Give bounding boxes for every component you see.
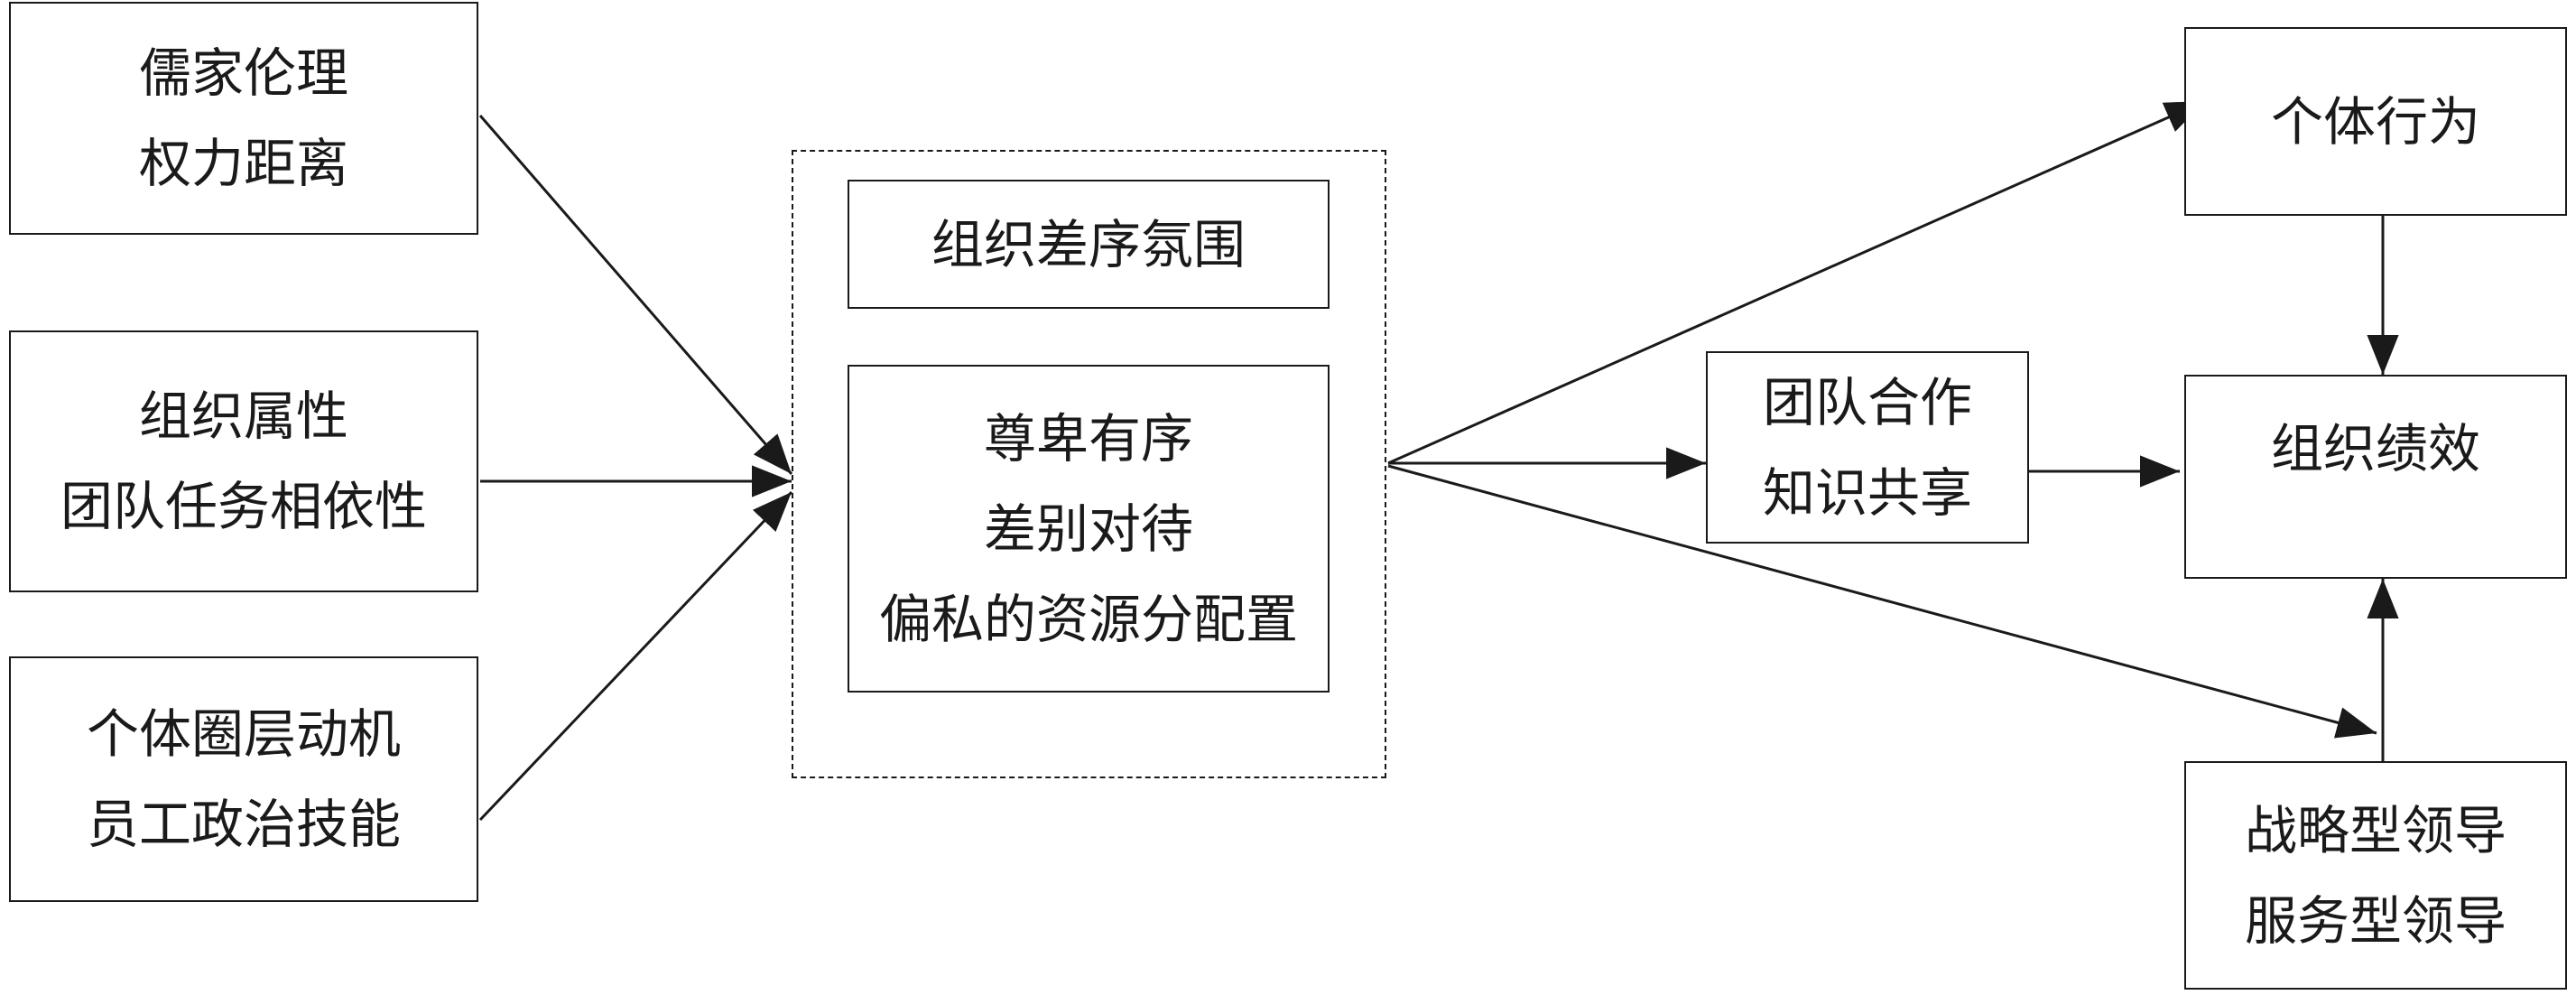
individual-line-1: 个体圈层动机 (86, 703, 401, 765)
moderator-line-1: 战略型领导 (2244, 799, 2507, 861)
individual-behavior: 个体行为 (2184, 27, 2567, 216)
mediator-line-1: 团队合作 (1762, 371, 1972, 433)
climate-title: 组织差序氛围 (931, 213, 1246, 275)
mediator: 团队合作 知识共享 (1706, 351, 2029, 544)
culture-line-1: 儒家伦理 (138, 42, 348, 104)
mediator-line-2: 知识共享 (1762, 461, 1972, 524)
climate-title-box: 组织差序氛围 (848, 180, 1330, 309)
antecedent-individual: 个体圈层动机 员工政治技能 (9, 656, 478, 902)
org-performance-label: 组织绩效 (2270, 418, 2480, 479)
moderator: 战略型领导 服务型领导 (2184, 761, 2567, 990)
individual-behavior-label: 个体行为 (2270, 90, 2480, 153)
arrow-climate-to-individual-behavior (1387, 99, 2206, 465)
culture-line-2: 权力距离 (138, 133, 348, 194)
org-performance: 组织绩效 (2184, 375, 2567, 579)
individual-line-2: 员工政治技能 (86, 794, 401, 855)
antecedent-organization: 组织属性 团队任务相依性 (9, 330, 478, 592)
moderator-line-2: 服务型领导 (2244, 889, 2507, 952)
climate-dimension-2: 差别对待 (983, 498, 1193, 560)
climate-frame (792, 150, 1386, 778)
climate-dimension-3: 偏私的资源分配置 (878, 588, 1298, 650)
arrow-culture-to-climate (478, 115, 793, 475)
climate-dimension-1: 尊卑有序 (983, 407, 1193, 470)
organization-line-1: 组织属性 (138, 386, 348, 447)
antecedent-culture: 儒家伦理 权力距离 (9, 2, 478, 235)
arrow-climate-to-moderator (1387, 464, 2377, 739)
climate-dimensions-box: 尊卑有序 差别对待 偏私的资源分配置 (848, 365, 1330, 693)
organization-line-2: 团队任务相依性 (60, 476, 427, 537)
arrow-individual-to-climate (478, 490, 793, 822)
